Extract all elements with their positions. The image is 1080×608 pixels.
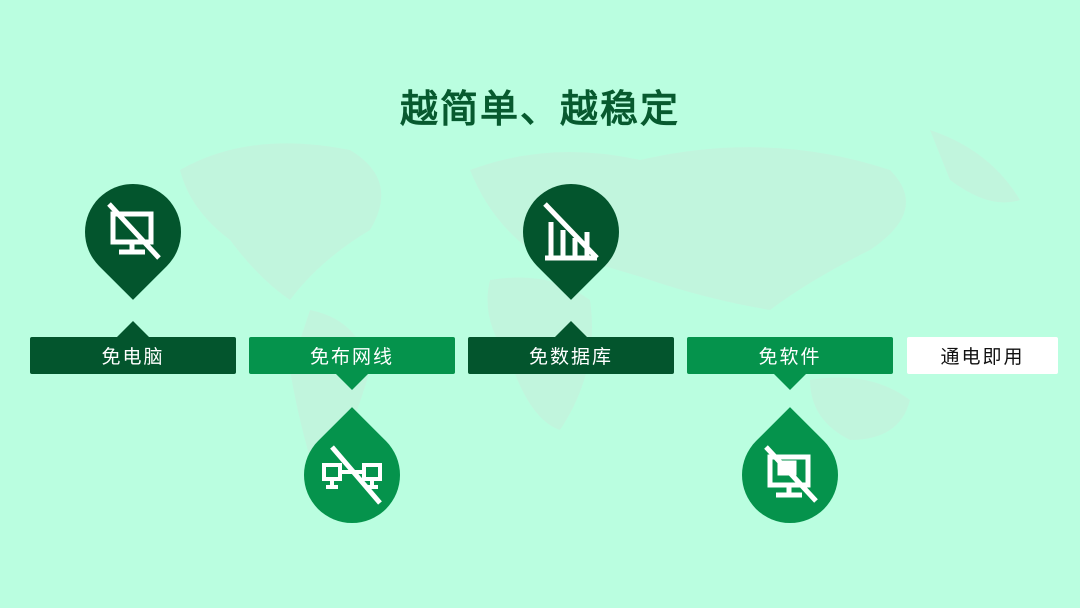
no-network-cable-icon [322, 445, 382, 505]
no-computer-pin [65, 164, 201, 300]
pointer-triangle [555, 321, 587, 337]
no-database-icon [543, 202, 599, 261]
no-network-cable-pin [284, 407, 420, 543]
pointer-triangle [336, 374, 368, 390]
feature-label-no-software: 免软件 [687, 337, 893, 390]
label-text: 免电脑 [101, 346, 165, 368]
world-map-background [180, 130, 1020, 490]
page-title: 越简单、越稳定 [399, 87, 680, 131]
label-text: 免软件 [758, 346, 822, 368]
feature-label-no-computer: 免电脑 [30, 321, 236, 374]
pointer-triangle [774, 374, 806, 390]
label-text: 免数据库 [528, 346, 613, 368]
feature-label-plug-and-play: 通电即用 [907, 337, 1058, 374]
feature-label-no-cable: 免布网线 [249, 337, 455, 390]
no-software-pin [722, 407, 858, 543]
label-text: 通电即用 [940, 346, 1025, 368]
pointer-triangle [117, 321, 149, 337]
no-software-icon [764, 445, 818, 503]
no-computer-icon [107, 202, 161, 260]
feature-label-no-database: 免数据库 [468, 321, 674, 374]
label-text: 免布网线 [309, 346, 394, 368]
no-database-pin [503, 164, 639, 300]
